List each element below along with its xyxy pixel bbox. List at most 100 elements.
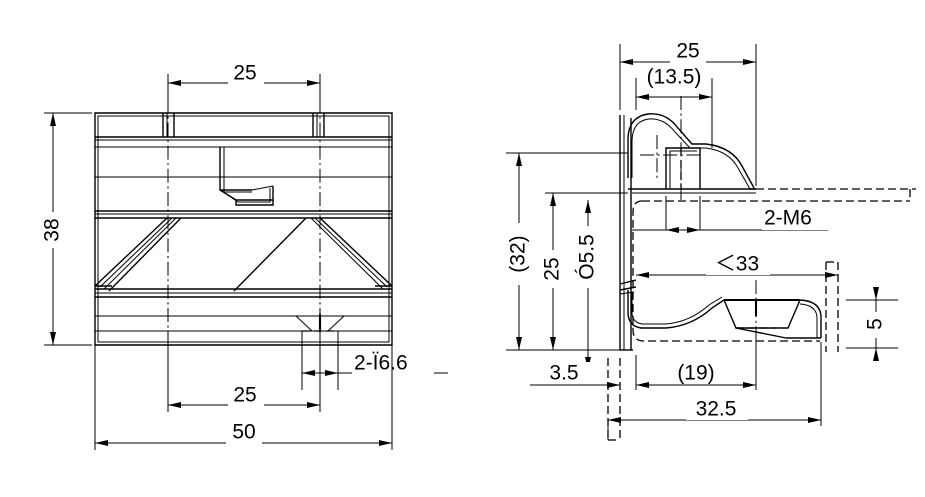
side-hook-end-outer <box>800 300 821 338</box>
front-dim38-arrow-bot <box>50 332 56 345</box>
front-dim25bot-mask <box>228 385 264 407</box>
side-dim-13-5: (13.5) <box>647 66 702 89</box>
front-holenote-mask <box>352 352 434 376</box>
side-dim19-arrow-right <box>743 382 756 388</box>
side-rib-left <box>724 300 772 328</box>
side-dim-hole-5-5: Ó5.5 <box>576 234 599 280</box>
side-dim25top-arrow-right <box>743 59 756 65</box>
front-outer-body-inner <box>98 116 389 342</box>
side-dim32-arrow-bot <box>516 337 522 350</box>
side-2m6-arrow-right <box>687 227 700 233</box>
front-dim25bot-arrow-right <box>307 402 320 408</box>
front-dim38-mask <box>42 212 66 248</box>
front-dim25top-arrow-right <box>307 80 320 86</box>
front-right-diagonal-d <box>234 218 306 291</box>
side-dim55-mask <box>576 226 600 288</box>
side-dim25top-arrow-left <box>620 59 633 65</box>
side-hump-right-inner <box>706 148 750 189</box>
side-dim-32: (32) <box>507 235 530 272</box>
side-dim19-mask <box>666 362 726 384</box>
front-left-diagonal-a <box>95 218 167 286</box>
side-dim25v-arrow-bot <box>550 337 556 350</box>
side-hump-right-outer <box>706 144 754 188</box>
front-dim-50: 50 <box>232 421 255 444</box>
front-holenote-arrow-left <box>302 370 315 376</box>
side-dim35-mask <box>538 362 590 384</box>
front-dim-25-top: 25 <box>233 62 256 85</box>
front-right-diagonal-c <box>311 218 383 289</box>
side-dim32-arrow-top <box>516 153 522 166</box>
front-hole-chamfer-left <box>296 316 312 331</box>
side-hump-inner <box>632 119 706 178</box>
front-left-diagonal-d <box>109 218 181 291</box>
side-inner-hidden-profile <box>632 200 820 342</box>
side-dim25v-mask <box>541 250 565 288</box>
side-dim325-arrow-left <box>608 417 621 423</box>
side-2m6-arrow-left <box>666 227 679 233</box>
side-dim-19: (19) <box>677 362 714 385</box>
side-rib-right <box>772 300 800 328</box>
front-tab-edge <box>252 186 273 190</box>
side-hook-outer <box>628 290 724 328</box>
side-hump-outer <box>628 114 706 178</box>
side-reach-mask <box>706 253 770 275</box>
side-dim325-arrow-right <box>808 417 821 423</box>
front-tab-bend-b <box>225 188 270 202</box>
front-tab-bend-c <box>236 200 273 205</box>
side-view-group: 25 (13.5) (32) 25 <box>506 40 916 441</box>
front-dim25top-mask <box>228 62 264 84</box>
side-notch-a <box>620 280 636 284</box>
front-dim-38: 38 <box>41 218 64 241</box>
side-dim135-arrow-left <box>636 94 649 100</box>
side-notch-c <box>620 292 634 294</box>
side-dim-25-vert: 25 <box>541 257 564 280</box>
side-dim25top-mask <box>670 41 706 63</box>
front-tab-outline-inner <box>224 147 252 192</box>
front-dim-hole-note: 2-Ï6.6 <box>354 352 408 375</box>
side-boss-inner <box>670 151 697 189</box>
side-dim55-arrow-top <box>585 200 591 213</box>
side-hook-end-joiner <box>736 328 786 338</box>
front-dim50-arrow-left <box>95 440 108 446</box>
side-dim-5: 5 <box>864 318 887 330</box>
side-dim5-arrow-bot <box>873 348 879 361</box>
side-2m6-mask <box>762 208 834 230</box>
front-right-diagonal-a <box>320 218 392 286</box>
front-outer-body <box>95 113 392 345</box>
side-reach-arrow-right <box>825 272 838 278</box>
front-dim50-arrow-right <box>379 440 392 446</box>
side-dim35-arrow <box>607 382 620 388</box>
side-dim32-mask <box>507 223 531 285</box>
front-view-group: 25 38 2-Ï6.6 25 <box>41 62 448 450</box>
front-dim25bot-arrow-left <box>168 402 181 408</box>
side-dim-reach-33: ＜33 <box>715 253 759 276</box>
side-dim135-arrow-right <box>699 94 712 100</box>
front-left-diagonal-c <box>104 218 176 289</box>
side-dim-3-5: 3.5 <box>549 362 578 385</box>
side-notch-b <box>620 287 636 290</box>
front-dim50-mask <box>226 422 262 444</box>
front-dim-25-bottom: 25 <box>233 384 256 407</box>
side-dim5-mask <box>864 312 888 338</box>
side-boss-outline <box>666 148 700 189</box>
front-tab-bend-a <box>220 186 273 200</box>
side-dim-32-5: 32.5 <box>696 398 737 421</box>
front-holenote-arrow-right <box>325 370 338 376</box>
front-tab-outline <box>220 147 252 190</box>
side-dim25v-arrow-top <box>550 193 556 206</box>
side-dim-25-top: 25 <box>676 40 699 63</box>
front-dim38-arrow-top <box>50 113 56 126</box>
front-left-diagonal-b <box>100 218 172 287</box>
side-dim5-arrow-top <box>873 287 879 300</box>
side-reach-arrow-left <box>636 272 649 278</box>
front-right-diagonal-b <box>315 218 387 287</box>
front-dim25top-arrow-left <box>168 80 181 86</box>
side-dim-2-m6: 2-M6 <box>764 207 812 230</box>
side-hook-inner <box>632 292 722 324</box>
side-dim19-arrow-left <box>636 382 649 388</box>
front-hole-chamfer-right <box>328 316 344 331</box>
side-dim325-mask <box>686 398 748 420</box>
side-dim135-mask <box>640 66 708 88</box>
